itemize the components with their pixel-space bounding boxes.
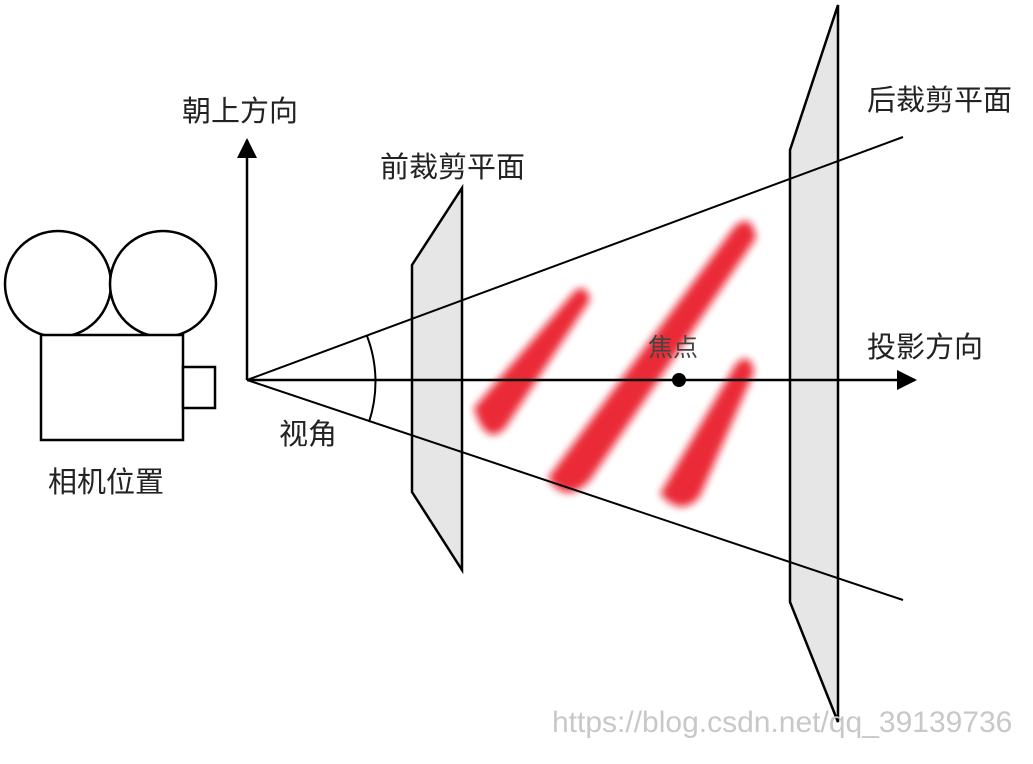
frustum-lower-edge <box>246 379 904 601</box>
far-clipping-plane <box>788 4 840 723</box>
focal-point-dot <box>672 373 686 387</box>
focal-point-label: 焦点 <box>648 333 698 362</box>
scene-object-2 <box>548 221 756 493</box>
scene-object-3 <box>660 358 754 507</box>
camera-lens <box>181 365 217 410</box>
camera-reel-right <box>108 229 218 339</box>
field-of-view-arc <box>366 335 377 423</box>
projection-direction-label: 投影方向 <box>867 330 983 364</box>
camera-body <box>39 333 185 442</box>
scene-object-1 <box>474 288 590 435</box>
camera-reel-left <box>3 229 113 339</box>
near-plane-label: 前裁剪平面 <box>380 150 525 184</box>
watermark-text: https://blog.csdn.net/qq_39139736 <box>552 706 1012 739</box>
frustum-upper-edge <box>246 136 904 381</box>
camera-position-label: 相机位置 <box>48 465 164 499</box>
field-of-view-label: 视角 <box>279 417 337 451</box>
up-direction-label: 朝上方向 <box>182 94 298 128</box>
camera-icon <box>3 229 218 442</box>
far-plane-label: 后裁剪平面 <box>867 83 1012 117</box>
scene-objects <box>474 221 756 507</box>
